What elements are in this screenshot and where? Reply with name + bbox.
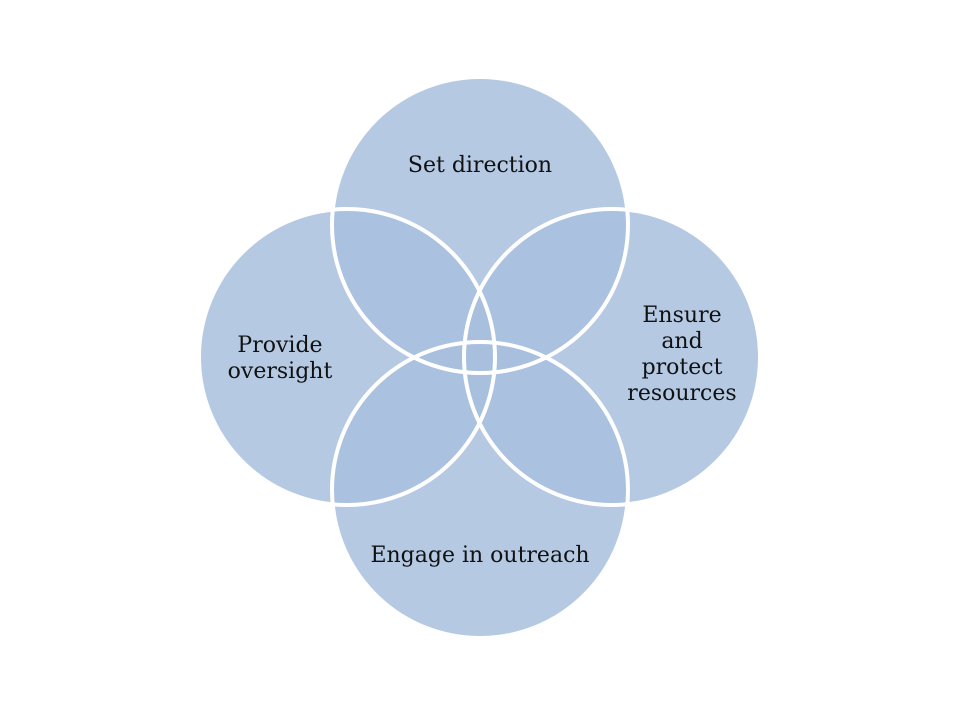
circle-label-top: Set direction [408,153,552,178]
circle-outline-top [330,75,630,375]
circle-label-line: oversight [228,359,333,384]
circle-label-line: Provide [237,333,322,358]
circle-outline-bottom [330,340,630,640]
circle-label-bottom: Engage in outreach [370,543,589,568]
circle-outline-left [197,207,497,507]
circle-label-line: resources [627,381,736,406]
circle-label-line: Set direction [408,153,552,178]
circle-label-line: Engage in outreach [370,543,589,568]
circle-left [199,209,495,505]
circle-label-line: Ensure [642,303,721,328]
circle-outlines [197,75,762,640]
circle-label-line: protect [642,355,723,380]
circle-label-line: and [661,329,702,354]
circle-outline-right [462,207,762,507]
circle-fills [199,77,760,638]
